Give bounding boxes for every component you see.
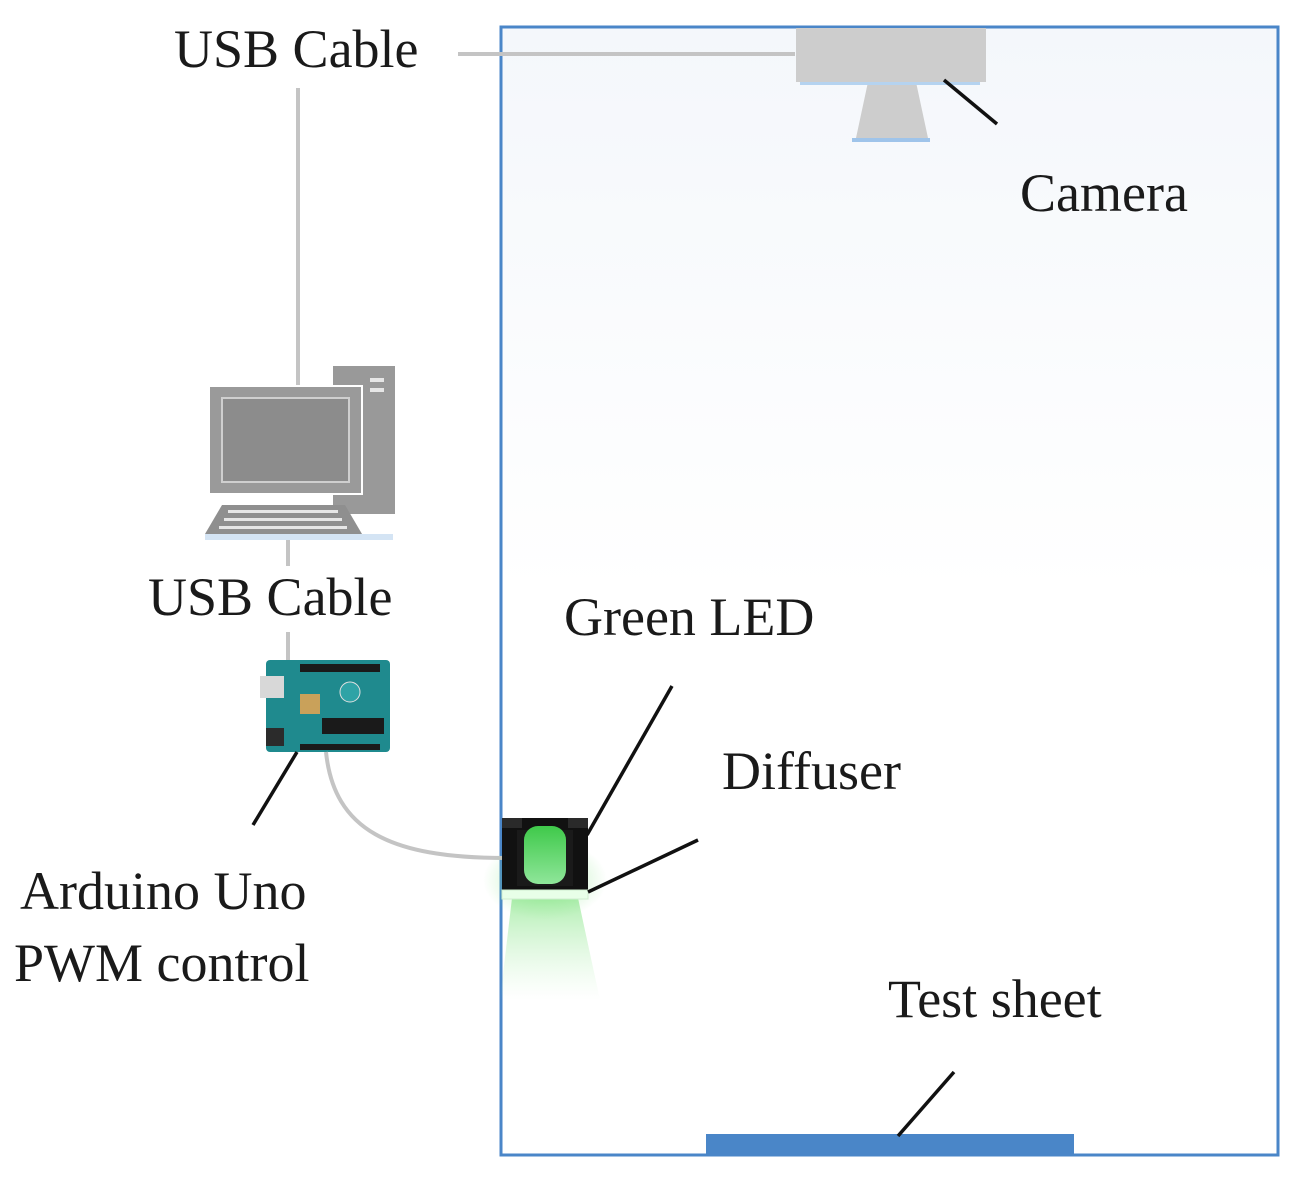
chamber-box <box>499 25 1280 1157</box>
camera-leader-line <box>942 78 999 126</box>
label-camera: Camera <box>1020 163 1188 223</box>
test-sheet-bar <box>706 1134 1074 1154</box>
led-icon <box>502 818 588 892</box>
label-diffuser: Diffuser <box>722 741 901 801</box>
label-test-sheet: Test sheet <box>888 969 1102 1029</box>
computer-icon <box>205 366 395 540</box>
diffuser-plate <box>501 889 589 900</box>
arduino-leader-line <box>251 751 299 826</box>
arduino-led-cable <box>324 751 506 860</box>
label-arduino-line1: Arduino Uno <box>20 861 307 921</box>
test-sheet-leader-line <box>896 1070 956 1138</box>
label-usb-cable-top: USB Cable <box>174 19 419 79</box>
camera-icon <box>796 28 986 142</box>
label-green-led: Green LED <box>564 587 815 647</box>
led-light-beam <box>500 898 600 1000</box>
green-led-leader-line <box>585 685 674 836</box>
diffuser-leader-line <box>587 838 699 894</box>
label-arduino-line2: PWM control <box>14 933 310 993</box>
arduino-board-icon <box>260 660 390 752</box>
label-usb-cable-bottom: USB Cable <box>148 567 393 627</box>
